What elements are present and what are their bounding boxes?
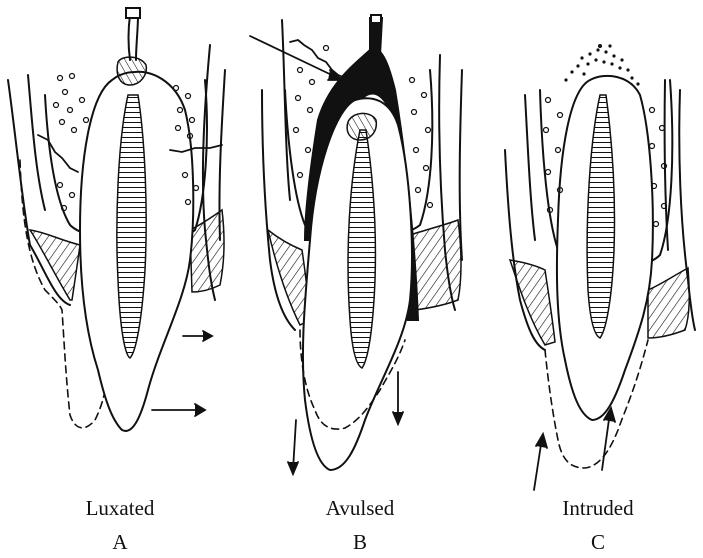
caption-intruded: Intruded — [528, 496, 668, 521]
fracture-line-left — [38, 135, 78, 172]
displacement-arrow-lower — [152, 404, 205, 416]
periodontal-hatch-right — [190, 210, 224, 292]
nerve — [129, 15, 139, 60]
letter-c: C — [568, 530, 628, 555]
letter-b: B — [330, 530, 390, 555]
extrusion-arrow-left — [288, 420, 298, 474]
caption-avulsed: Avulsed — [290, 496, 430, 521]
panel-luxated — [8, 8, 225, 431]
letter-a: A — [90, 530, 150, 555]
caption-luxated: Luxated — [50, 496, 190, 521]
extrusion-arrow-right — [393, 372, 403, 424]
panel-intruded — [505, 44, 695, 490]
intrusion-arrow-right — [602, 408, 615, 470]
pointer-arrow — [250, 36, 342, 80]
panel-avulsed — [250, 15, 462, 474]
displacement-arrow-upper — [183, 331, 212, 341]
intrusion-arrow-left — [534, 434, 547, 490]
